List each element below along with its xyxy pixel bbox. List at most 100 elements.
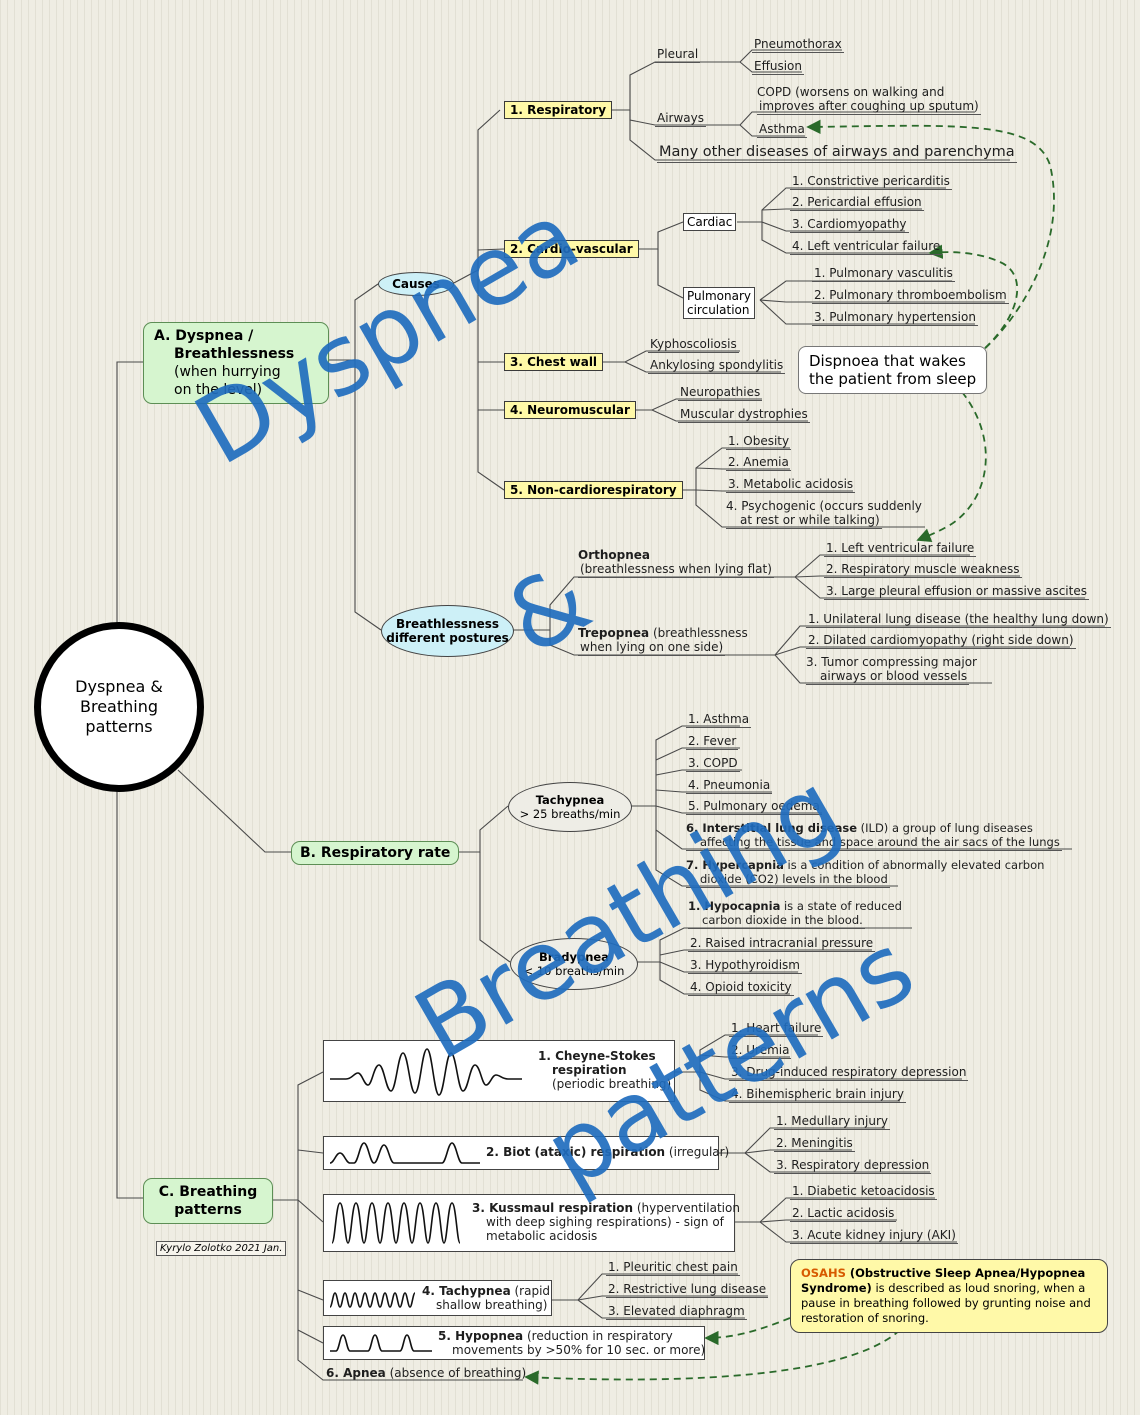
sleep-callout: Dispnoea that wakes the patient from sle… <box>798 346 988 394</box>
tachypnea-line-1: Tachypnea <box>535 793 605 807</box>
hypocapnia-line-2: carbon dioxide in the blood. <box>688 913 865 929</box>
apnea-label: 6. Apnea (absence of breathing) <box>326 1366 526 1380</box>
hypocapnia-rest: is a state of reduced <box>780 899 902 913</box>
cardiac-item-3: 3. Cardiomyopathy <box>790 217 909 233</box>
ild-rest: (ILD) a group of lung diseases <box>857 821 1033 835</box>
cardiac-item-4: 4. Left ventricular failure <box>790 239 943 255</box>
postures-line-1: Breathlessness <box>395 617 500 631</box>
respiratory-rate-node: B. Respiratory rate <box>291 841 460 865</box>
cardiac-item-2: 2. Pericardial effusion <box>790 195 924 211</box>
ild-bold: 6. Interstitial lung disease <box>686 821 858 835</box>
chest-wall-node: 3. Chest wall <box>504 353 604 371</box>
cardiac-node: Cardiac <box>683 213 737 231</box>
psych-line-2: at rest or while talking) <box>726 513 882 529</box>
biot-waveform <box>329 1142 480 1164</box>
tachypnea-pattern-label: 4. Tachypnea (rapid shallow breathing) <box>422 1284 550 1312</box>
noncardio-item-1: 1. Obesity <box>726 434 792 450</box>
cheyne-item-1: 1. Heart failure <box>729 1021 824 1037</box>
trepo-item-1: 1. Unilateral lung disease (the healthy … <box>806 612 1111 628</box>
noncardio-node: 5. Non-cardiorespiratory <box>504 481 683 499</box>
tachypnea-pattern-line-2: shallow breathing) <box>436 1298 548 1312</box>
brady-item-3: 3. Hypothyroidism <box>688 958 802 974</box>
kussmaul-label: 3. Kussmaul respiration (hyperventilatio… <box>472 1201 740 1243</box>
kussmaul-rest: (hyperventilation <box>633 1201 740 1215</box>
trepo-item-3-line-1: 3. Tumor compressing major <box>806 655 977 669</box>
orthopnea-sub: (breathlessness when lying flat) <box>578 562 774 578</box>
tachypnea-waveform <box>329 1292 416 1308</box>
apnea-bold: 6. Apnea <box>326 1366 386 1380</box>
chest-item-2: Ankylosing spondylitis <box>648 358 786 374</box>
trepopnea-sub-2: when lying on one side) <box>578 640 726 656</box>
trepopnea-title: Trepopnea <box>578 626 650 640</box>
cheyne-item-2: 2. Uremia <box>729 1043 792 1059</box>
tachy-item-3: 3. COPD <box>686 756 740 772</box>
dyspnea-node: A. Dyspnea / Breathlessness (when hurryi… <box>143 322 329 404</box>
noncardio-item-2: 2. Anemia <box>726 455 791 471</box>
ild-line-2: affecting the tissue and space around th… <box>686 835 1062 851</box>
effusion-label: Effusion <box>752 59 804 75</box>
ild-label: 6. Interstitial lung disease (ILD) a gro… <box>686 821 1062 851</box>
bradypnea-line-2: < 10 breaths/min <box>523 964 625 978</box>
dyspnea-title-1: A. Dyspnea / <box>154 328 254 344</box>
dyspnea-sub-1: (when hurrying <box>174 364 281 380</box>
breathing-patterns-node: C. Breathing patterns <box>143 1178 273 1224</box>
brady-item-2: 2. Raised intracranial pressure <box>688 936 876 952</box>
tachypnea-node: Tachypnea > 25 breaths/min <box>508 782 632 832</box>
breathing-title-1: C. Breathing <box>158 1184 258 1200</box>
dyspnea-sub-2: on the level) <box>174 382 263 398</box>
root-node: Dyspnea & Breathing patterns <box>34 622 204 792</box>
kussmaul-item-1: 1. Diabetic ketoacidosis <box>790 1184 937 1200</box>
ortho-item-3: 3. Large pleural effusion or massive asc… <box>824 584 1089 600</box>
osahs-title: (Obstructive Sleep Apnea/Hypopnea Syndro… <box>801 1266 1086 1295</box>
credit-label: Kyrylo Zolotko 2021 Jan. <box>156 1241 287 1256</box>
root-line-1: Dyspnea & <box>75 677 163 696</box>
biot-item-2: 2. Meningitis <box>774 1136 855 1152</box>
dyspnea-title-2: Breathlessness <box>174 346 295 362</box>
trepo-item-2: 2. Dilated cardiomyopathy (right side do… <box>806 633 1076 649</box>
pneumothorax-label: Pneumothorax <box>752 37 844 53</box>
tachypnea-pattern-panel: 4. Tachypnea (rapid shallow breathing) <box>323 1280 552 1316</box>
hypopnea-label: 5. Hypopnea (reduction in respiratory mo… <box>438 1329 705 1357</box>
biot-rest: (irregular) <box>665 1145 730 1159</box>
cardio-node: 2. Cardio-vascular <box>504 240 639 258</box>
callout-line-2: the patient from sleep <box>809 370 977 388</box>
kussmaul-item-2: 2. Lactic acidosis <box>790 1206 897 1222</box>
postures-line-2: different postures <box>386 631 509 645</box>
cheyne-stokes-waveform <box>330 1048 522 1096</box>
trepopnea-label: Trepopnea (breathlessness when lying on … <box>578 626 748 656</box>
pulmonary-line-2: circulation <box>687 303 750 317</box>
osahs-callout: OSAHS (Obstructive Sleep Apnea/Hypopnea … <box>790 1259 1108 1333</box>
ortho-item-1: 1. Left ventricular failure <box>824 541 977 557</box>
hypopnea-panel: 5. Hypopnea (reduction in respiratory mo… <box>323 1326 705 1360</box>
brady-item-4: 4. Opioid toxicity <box>688 980 794 996</box>
causes-node: Causes <box>378 272 454 296</box>
cheyne-line-2: respiration <box>552 1063 627 1077</box>
tachypnea-pattern-item-2: 2. Restrictive lung disease <box>606 1282 769 1298</box>
apnea-rest: (absence of breathing) <box>385 1366 527 1380</box>
biot-bold: 2. Biot (ataxic) respiration <box>486 1145 666 1159</box>
copd-label: COPD (worsens on walking and improves af… <box>757 85 981 115</box>
psychogenic-label: 4. Psychogenic (occurs suddenly at rest … <box>726 499 922 529</box>
tachy-item-1: 1. Asthma <box>686 712 752 728</box>
cheyne-stokes-panel: 1. Cheyne-Stokes respiration (periodic b… <box>323 1040 675 1102</box>
asthma-label: Asthma <box>757 122 807 138</box>
ortho-item-2: 2. Respiratory muscle weakness <box>824 562 1022 578</box>
bradypnea-line-1: Bradypnea <box>539 950 609 964</box>
postures-node: Breathlessness different postures <box>381 605 514 657</box>
tachy-item-2: 2. Fever <box>686 734 739 750</box>
kussmaul-item-3: 3. Acute kidney injury (AKI) <box>790 1228 958 1244</box>
hypocapnia-bold: 1. Hypocapnia <box>688 899 781 913</box>
pulm-item-3: 3. Pulmonary hypertension <box>812 310 978 326</box>
noncardio-item-3: 3. Metabolic acidosis <box>726 477 856 493</box>
hypopnea-waveform <box>330 1334 432 1352</box>
hypercapnia-bold: 7. Hypercapnia <box>686 858 784 872</box>
hypopnea-bold: 5. Hypopnea <box>438 1329 524 1343</box>
many-other-label: Many other diseases of airways and paren… <box>657 144 1017 163</box>
psych-line-1: 4. Psychogenic (occurs suddenly <box>726 499 922 513</box>
pulm-item-2: 2. Pulmonary thromboembolism <box>812 288 1009 304</box>
tachy-item-5: 5. Pulmonary oedema <box>686 799 822 815</box>
callout-line-1: Dispnoea that wakes <box>809 352 966 370</box>
biot-label: 2. Biot (ataxic) respiration (irregular) <box>486 1145 729 1159</box>
respiratory-node: 1. Respiratory <box>504 101 613 119</box>
